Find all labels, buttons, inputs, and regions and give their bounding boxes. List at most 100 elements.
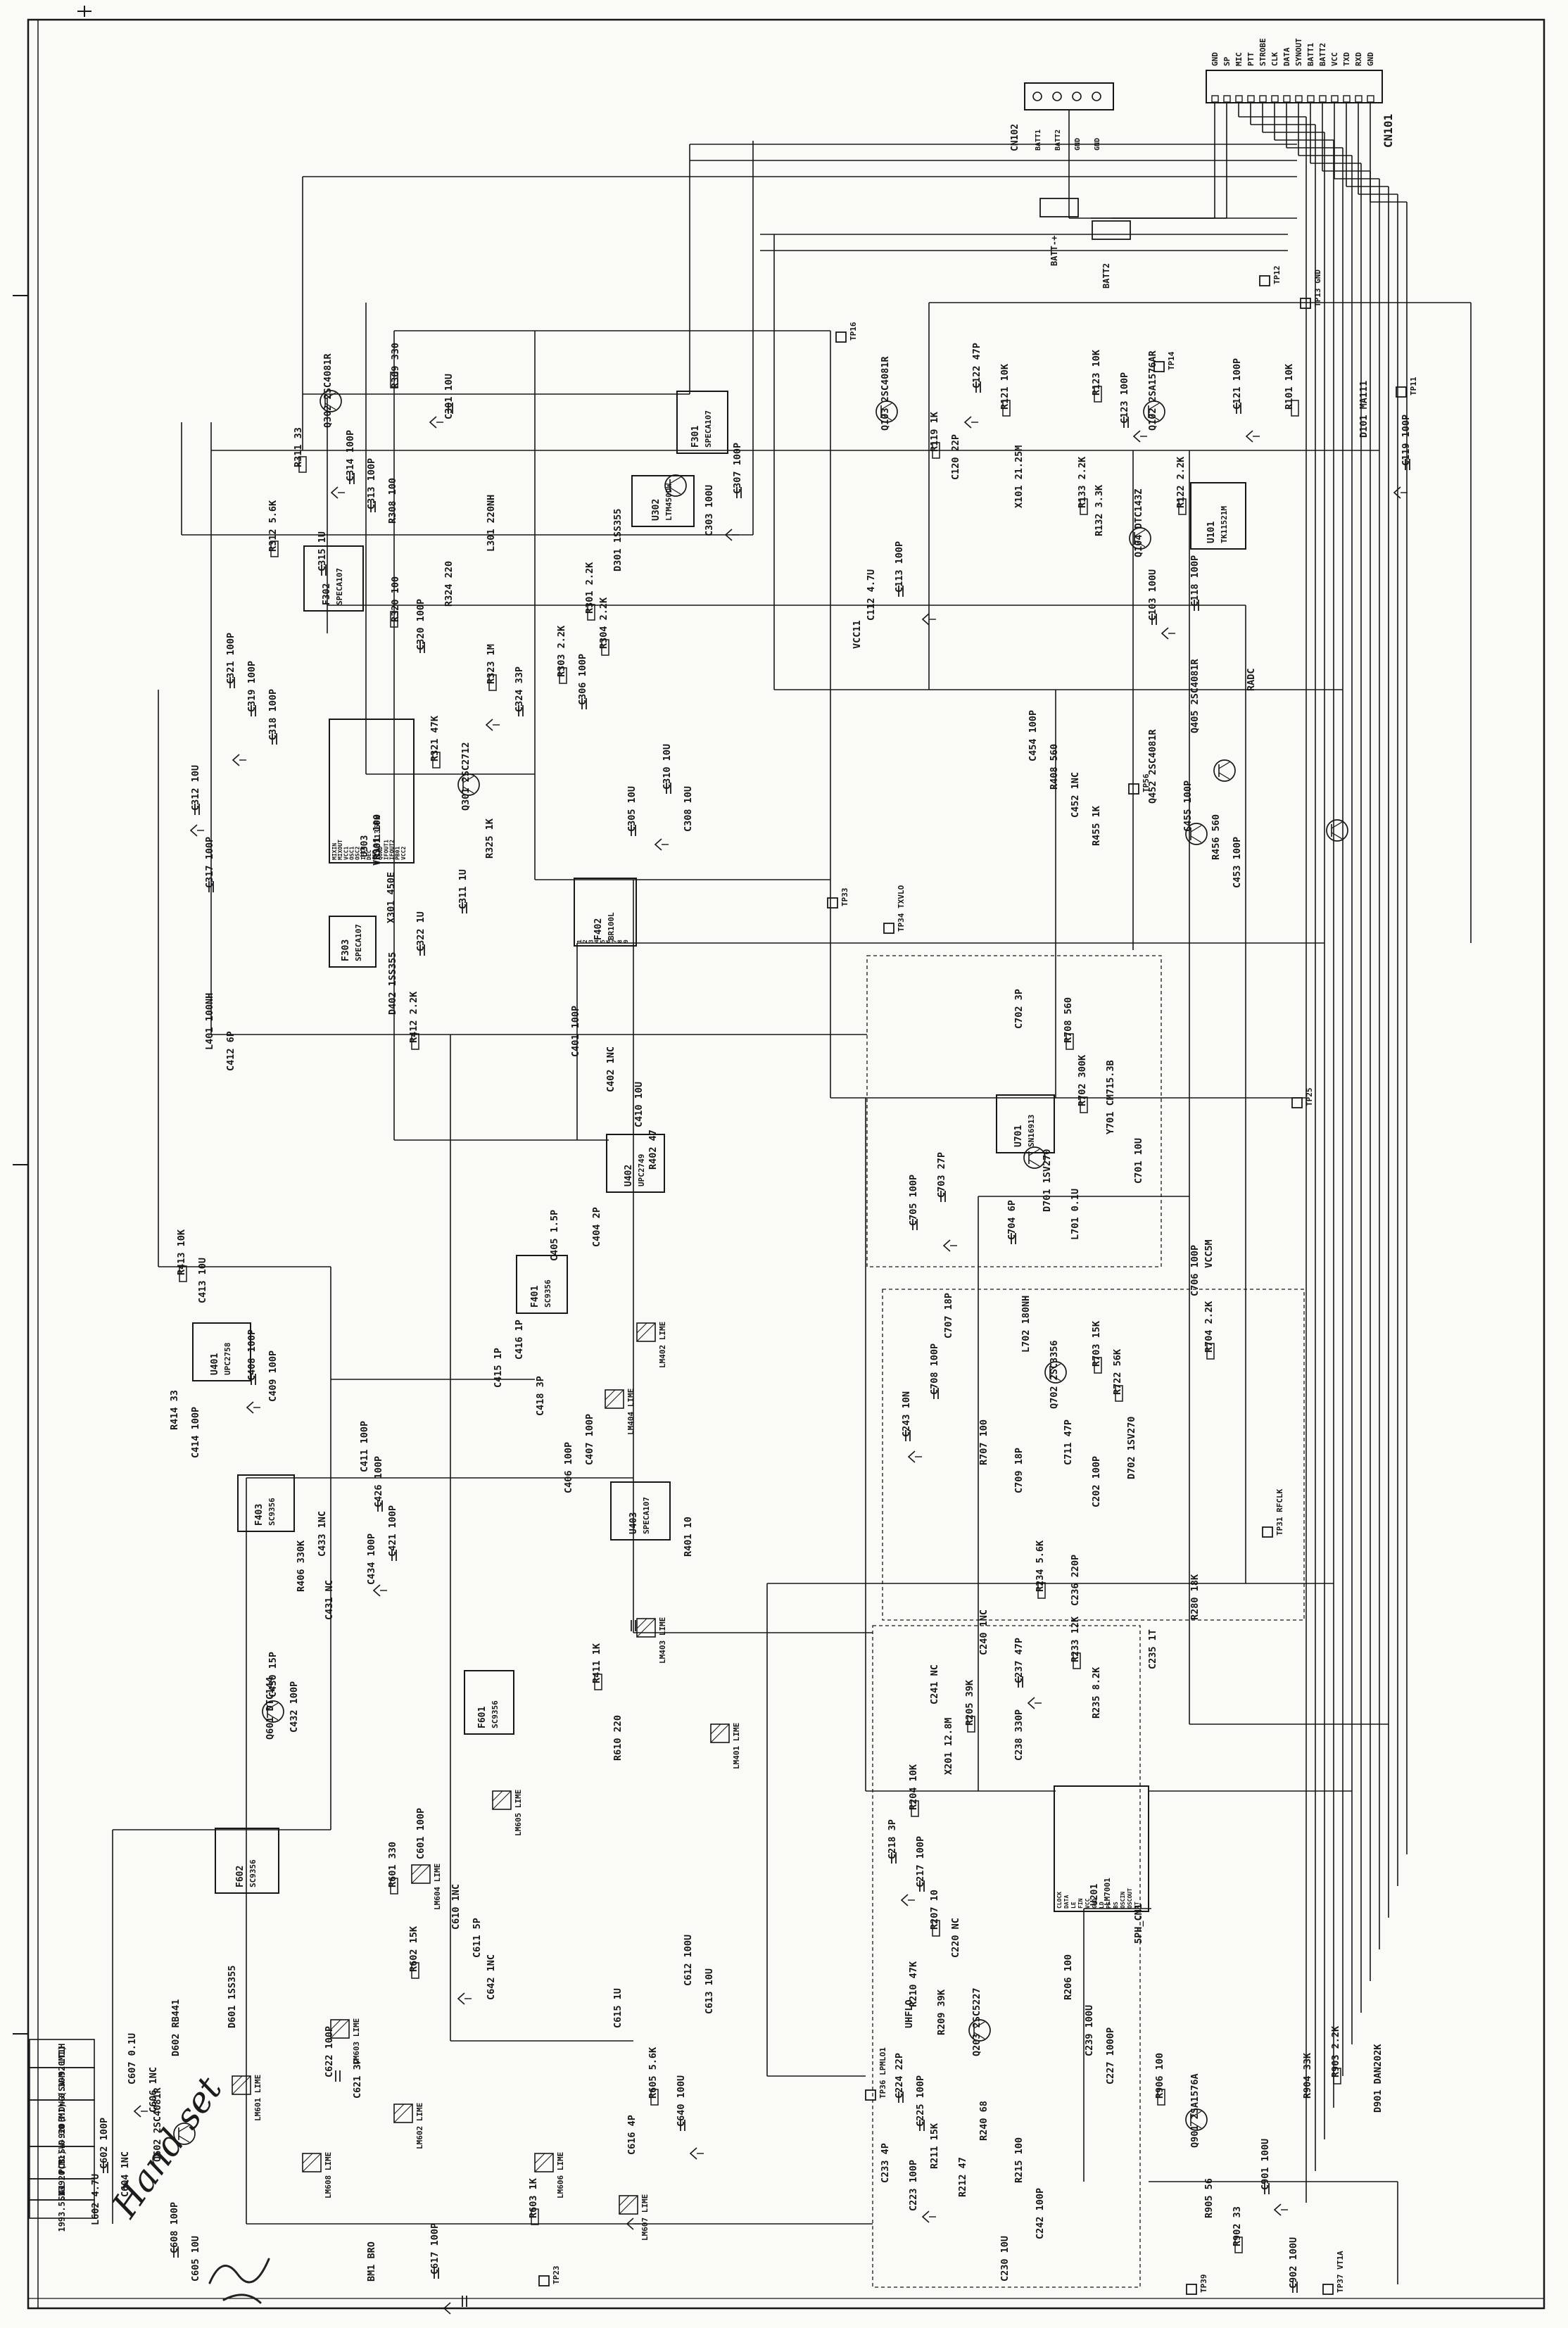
component-label: C407 100P xyxy=(584,1414,595,1465)
component-label: C410 10U xyxy=(633,1082,645,1127)
component-label: D702 1SV270 xyxy=(1126,1417,1137,1479)
transistor-lead xyxy=(1134,540,1146,548)
battery-tab-label: BATT-+ xyxy=(1049,236,1059,266)
ic-ref-label: F602 xyxy=(235,1866,246,1887)
transistor-lead xyxy=(1049,1374,1061,1381)
ic-box xyxy=(996,1094,1055,1153)
ground-symbol xyxy=(724,529,733,541)
connector-cn101-label: CN101 xyxy=(1382,114,1395,148)
filter-label: LM608 LIME xyxy=(324,2152,333,2199)
component-label: Q601 DTC144 xyxy=(265,1677,276,1740)
transistor-lead xyxy=(324,392,336,400)
component-label: BM1 BRO xyxy=(366,2241,377,2282)
component-label: R234 5.6K xyxy=(1035,1540,1046,1592)
ic-pin-label: 3 xyxy=(588,940,594,943)
transistor-lead xyxy=(1134,529,1146,537)
filter-hatch xyxy=(605,1389,616,1400)
component-label: R605 5.6K xyxy=(647,2047,659,2099)
test-point-label: TP25 xyxy=(1305,1088,1314,1107)
component-label: R233 12K xyxy=(1070,1616,1081,1662)
resistor-symbol xyxy=(587,604,595,621)
filter-hatch xyxy=(605,1389,624,1409)
filter-hatch xyxy=(411,1864,431,1884)
resistor-symbol xyxy=(179,1265,187,1282)
ic-box xyxy=(329,719,415,863)
test-point xyxy=(538,2275,550,2286)
filter-hatch xyxy=(232,2075,251,2095)
transistor-lead xyxy=(1049,1363,1061,1371)
resistor-symbol xyxy=(1291,400,1299,417)
transistor-symbol xyxy=(457,773,480,796)
component-label: L602 4.7U xyxy=(90,2174,101,2225)
resistor-symbol xyxy=(650,2089,659,2106)
dashed-region xyxy=(866,955,1162,1267)
component-label: R304 2.2K xyxy=(598,597,609,649)
component-label: C602 100P xyxy=(99,2118,110,2169)
transistor-lead xyxy=(1190,835,1202,843)
transistor-symbol xyxy=(1023,1146,1046,1169)
ground-symbol xyxy=(921,613,930,626)
connector-pin xyxy=(1052,91,1062,101)
filter-label: LM403 LIME xyxy=(658,1617,667,1664)
ic-part-label: LTM450DW xyxy=(664,483,674,521)
ic-ref-label: U302 xyxy=(651,499,662,521)
resistor-symbol xyxy=(411,1033,419,1050)
component-label: R704 2.2K xyxy=(1203,1301,1215,1353)
connector-pin-label: GND xyxy=(1210,52,1220,66)
ic-ref-label: F303 xyxy=(341,940,351,961)
ground-symbol xyxy=(963,416,972,429)
transistor-lead xyxy=(1218,761,1230,769)
component-label: C414 100P xyxy=(190,1407,201,1458)
filter-hatch xyxy=(302,2153,313,2164)
component-label: D301 1SS355 xyxy=(612,509,624,571)
transistor-lead xyxy=(462,786,474,794)
connector-pin-label: CLK xyxy=(1270,52,1279,66)
filter-hatch xyxy=(619,2195,638,2215)
filter-label: LM606 LIME xyxy=(556,2152,565,2199)
ic-ref-label: F401 xyxy=(530,1286,540,1308)
filter-box xyxy=(619,2195,638,2215)
title-block-text: 1993.5.13 xyxy=(57,2186,67,2232)
component-label: R602 15K xyxy=(408,1925,419,1972)
filter-hatch xyxy=(636,1322,656,1342)
ic-pin-label: 6 xyxy=(605,940,612,943)
ic-part-label: TK11521M xyxy=(1220,506,1229,543)
ground-symbol xyxy=(485,719,493,731)
test-point-label: TP14 xyxy=(1167,351,1176,370)
ic-pin-label: MIXIN xyxy=(331,843,338,860)
filter-hatch xyxy=(619,2195,630,2206)
component-label: D601 1SS355 xyxy=(227,1966,238,2028)
connector-pin-label: BATT2 xyxy=(1318,43,1327,66)
test-point xyxy=(1396,386,1407,398)
component-label: L702 180NH xyxy=(1020,1296,1032,1353)
transistor-symbol xyxy=(1185,2108,1208,2131)
component-label: D101 MA111 xyxy=(1358,381,1370,438)
ground-symbol xyxy=(133,2105,141,2118)
connector-pin xyxy=(1355,95,1362,103)
ground-symbol xyxy=(246,1401,254,1414)
component-label: R206 100 xyxy=(1063,1954,1074,2000)
component-label: C242 100P xyxy=(1035,2188,1046,2239)
component-label: C319 100P xyxy=(246,661,258,712)
connector-pin xyxy=(1367,95,1374,103)
component-label: R309 330 xyxy=(390,343,401,388)
component-label: C434 100P xyxy=(366,1533,377,1585)
test-point xyxy=(1259,275,1270,286)
battery-tab xyxy=(1092,220,1131,240)
component-label: R406 330K xyxy=(296,1540,307,1592)
component-label: L301 220NH xyxy=(486,495,497,552)
component-label: C227 1000P xyxy=(1105,2027,1116,2085)
ic-pin-label: OSC2 xyxy=(355,847,361,860)
test-point-label: TP11 xyxy=(1409,377,1418,396)
resistor-symbol xyxy=(390,1878,398,1894)
resistor-symbol xyxy=(1066,1033,1074,1050)
component-label: R408 560 xyxy=(1049,744,1060,790)
component-label: R707 100 xyxy=(978,1419,990,1465)
connector-pin xyxy=(1235,95,1243,103)
component-label: C307 100P xyxy=(732,443,743,494)
component-label: Q405 2SC4081R xyxy=(1189,658,1201,733)
component-label: C324 33P xyxy=(514,666,525,712)
ic-part-label: BR100L xyxy=(607,912,616,940)
filter-hatch xyxy=(330,2019,341,2030)
